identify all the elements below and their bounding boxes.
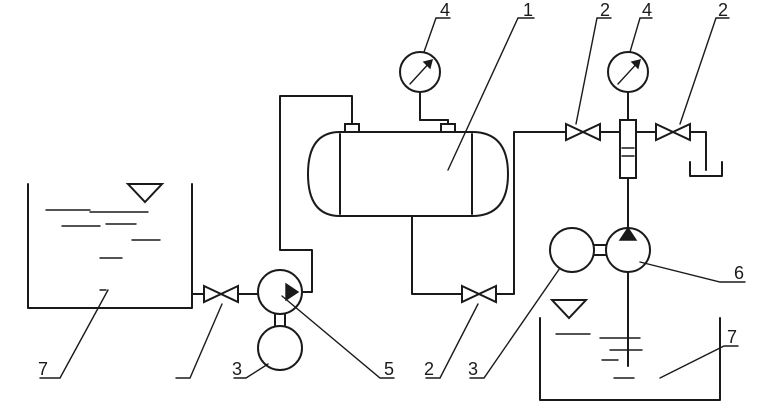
pump-right-direction-arrow <box>618 226 638 241</box>
leader-lines <box>39 17 746 379</box>
valve-vessel-bottom <box>461 284 497 304</box>
motor-left <box>257 325 303 371</box>
motor-right <box>549 227 595 273</box>
valve-top-right <box>655 122 691 142</box>
callout-vessel: 1 <box>523 0 533 20</box>
left-tank-level-marker <box>125 183 165 204</box>
callout-valve-vessel-bottom: 2 <box>424 359 434 379</box>
valve-left-tank <box>203 284 239 304</box>
pump-right <box>605 226 651 273</box>
pressure-gauge-manifold <box>607 51 649 93</box>
left-tank <box>27 183 193 309</box>
callout-tank-right: 7 <box>727 327 737 347</box>
callout-valve-top-left: 2 <box>600 0 610 20</box>
callout-pump-left: 5 <box>384 359 394 379</box>
callout-valve-top-right: 2 <box>718 0 728 20</box>
callout-motor-left: 3 <box>232 359 242 379</box>
drain-cup <box>689 161 723 177</box>
valve-top-left <box>565 122 601 142</box>
vessel-inlet-nozzle <box>344 123 360 133</box>
right-tank-level-marker <box>549 299 589 320</box>
callout-gauge-vessel: 4 <box>440 0 450 20</box>
pump-right-coupling <box>593 244 607 256</box>
pressure-vessel <box>307 123 509 217</box>
pump-left-direction-arrow <box>285 282 300 302</box>
callout-pump-right: 6 <box>734 263 744 283</box>
pressure-gauge-vessel <box>399 51 441 93</box>
callout-tank-left: 7 <box>38 359 48 379</box>
right-tank <box>539 299 721 401</box>
manifold-block <box>619 119 637 179</box>
callout-motor-right: 3 <box>468 359 478 379</box>
vessel-gauge-nozzle <box>440 123 456 133</box>
pipelines <box>191 91 707 367</box>
callout-gauge-manifold: 4 <box>642 0 652 20</box>
pump-left-coupling <box>274 313 286 327</box>
